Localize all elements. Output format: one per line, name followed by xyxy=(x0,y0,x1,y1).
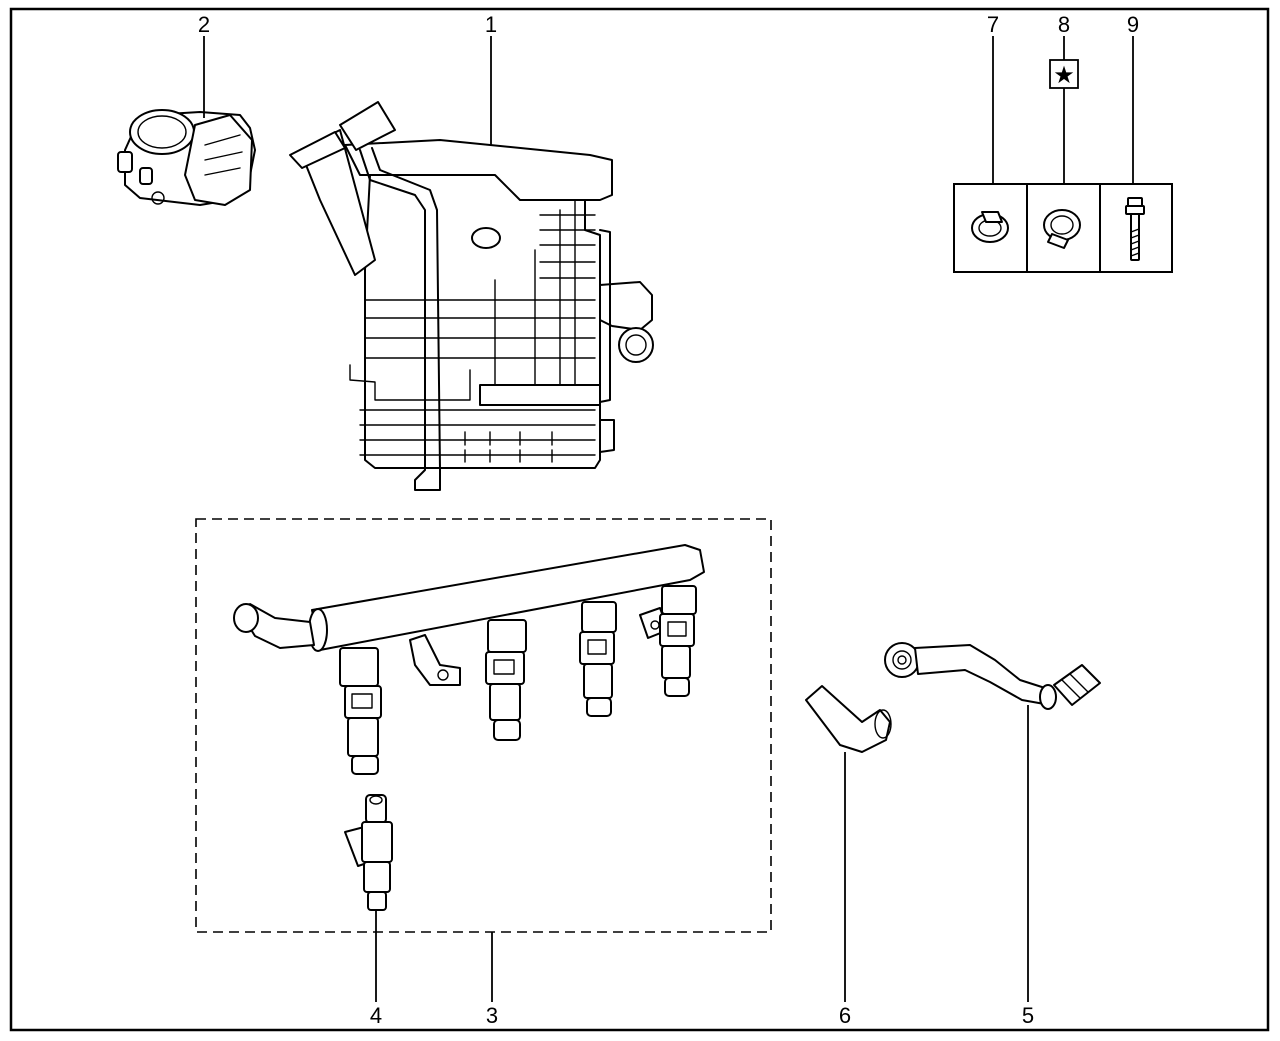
hose-clamp xyxy=(971,211,1009,243)
callout-8: 8 xyxy=(1058,12,1070,37)
intake-manifold xyxy=(289,101,654,491)
rail-injector-2 xyxy=(485,619,527,741)
hose-clamp-single-use xyxy=(1043,209,1081,249)
fuel-injector xyxy=(344,794,393,911)
throttle-body xyxy=(117,109,256,206)
bolt xyxy=(1125,197,1145,261)
callout-9: 9 xyxy=(1127,12,1139,37)
fuel-hose xyxy=(884,642,1101,710)
fuel-rail-assembly xyxy=(233,544,705,775)
callout-4: 4 xyxy=(370,1003,382,1028)
diagram-border xyxy=(9,7,1270,1032)
rail-injector-1 xyxy=(339,647,382,775)
hardware-table xyxy=(953,183,1173,273)
rail-injector-4 xyxy=(659,585,697,697)
fuel-rail-assembly-group-box xyxy=(195,518,772,933)
callout-6: 6 xyxy=(839,1003,851,1028)
rail-injector-3 xyxy=(579,601,617,717)
vacuum-hose xyxy=(805,685,892,753)
callout-7: 7 xyxy=(987,12,999,37)
callout-2: 2 xyxy=(198,12,210,37)
callout-5: 5 xyxy=(1022,1003,1034,1028)
callout-1: 1 xyxy=(485,12,497,37)
leader-lines xyxy=(203,36,1134,1002)
callout-3: 3 xyxy=(486,1003,498,1028)
star-icon: ★ xyxy=(1053,61,1075,89)
